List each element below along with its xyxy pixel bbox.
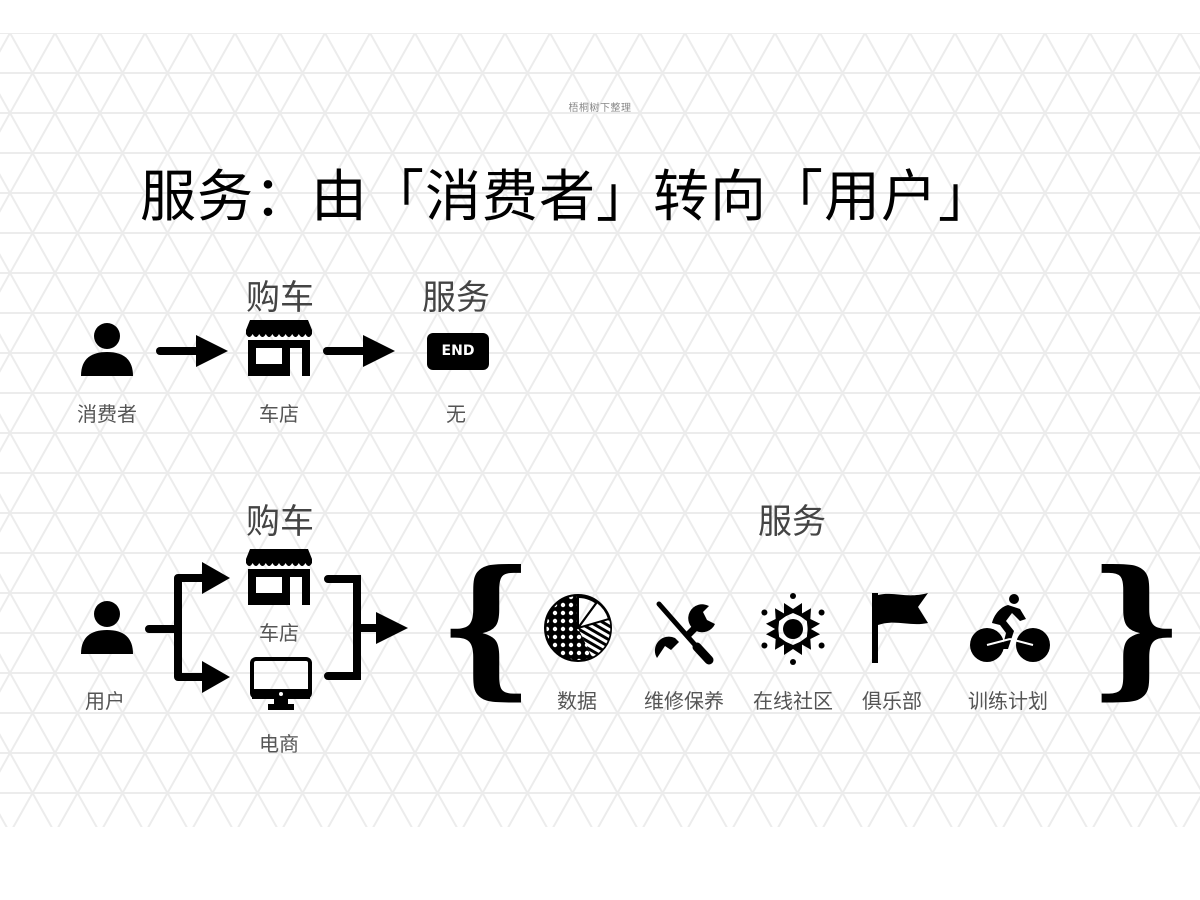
service-maintenance-label: 维修保养 (644, 689, 724, 713)
arrow-right-icon (323, 335, 395, 367)
top-heading-service: 服务 (422, 278, 490, 318)
arrow-right-icon (156, 335, 228, 367)
service-data-label: 数据 (557, 689, 597, 713)
service-community-label: 在线社区 (753, 689, 833, 713)
top-consumer-label: 消费者 (77, 402, 137, 426)
store-icon (246, 320, 312, 376)
community-icon (757, 593, 829, 665)
slide-title: 服务：由「消费者」转向「用户」 (140, 165, 995, 230)
store-icon (246, 549, 312, 605)
bottom-heading-service: 服务 (758, 502, 826, 542)
person-icon (81, 601, 133, 654)
person-icon (81, 323, 133, 376)
watermark: 梧桐树下整理 (568, 103, 632, 114)
cyclist-icon (970, 594, 1050, 662)
open-brace: { (438, 538, 535, 714)
top-heading-purchase: 购车 (246, 278, 314, 318)
top-none-label: 无 (446, 402, 466, 426)
bottom-heading-purchase: 购车 (246, 502, 314, 542)
channel-ecommerce-label: 电商 (259, 732, 299, 756)
end-icon: END (427, 333, 489, 370)
flag-icon (872, 593, 928, 663)
top-store-label: 车店 (259, 402, 299, 426)
merge-arrow-icon (324, 575, 408, 680)
user-label: 用户 (85, 689, 125, 713)
split-arrow-icon (145, 562, 230, 693)
channel-store-label: 车店 (259, 621, 299, 645)
service-club-label: 俱乐部 (862, 689, 922, 713)
service-training-label: 训练计划 (968, 689, 1048, 713)
monitor-icon (250, 657, 312, 710)
tools-icon (654, 601, 715, 665)
background-triangle-pattern (0, 33, 1200, 827)
close-brace: } (1088, 538, 1185, 714)
pie-chart-icon (544, 594, 612, 662)
